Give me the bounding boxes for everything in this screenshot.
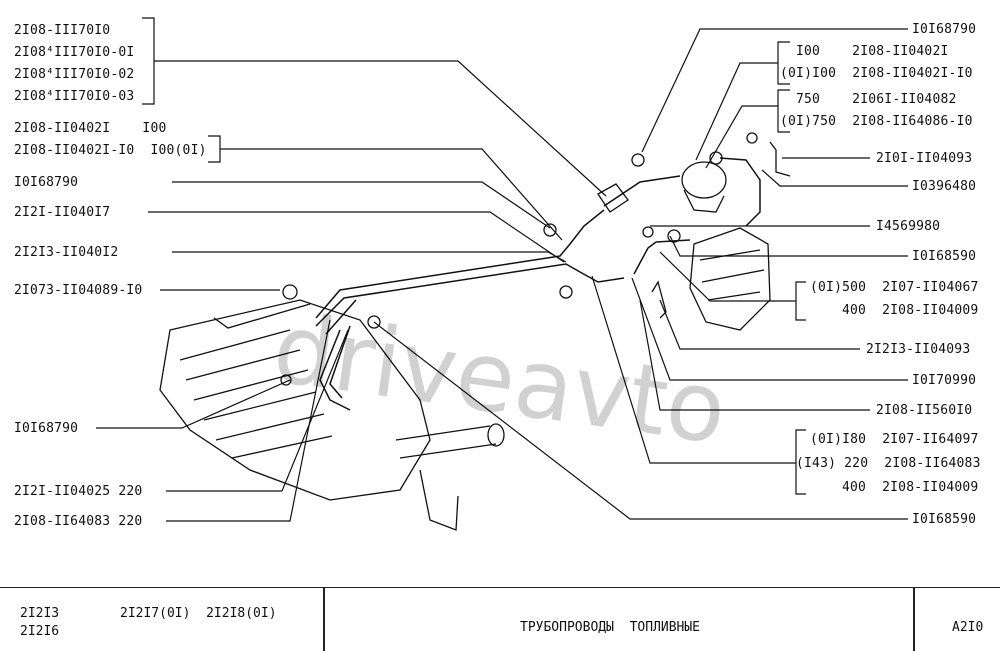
leader-l8 bbox=[166, 329, 349, 492]
leader-l4 bbox=[148, 211, 565, 263]
leader-r5 bbox=[761, 169, 908, 187]
filler-neck bbox=[395, 423, 505, 531]
leader-l5 bbox=[172, 251, 567, 263]
label-r13: I0I68590 bbox=[912, 512, 977, 527]
leader-group1 bbox=[154, 60, 607, 197]
label-l3: I0I68790 bbox=[14, 175, 79, 190]
sheet-title: ТРУБОПРОВОДЫ ТОПЛИВНЫЕ bbox=[520, 620, 701, 635]
leader-r7 bbox=[669, 235, 908, 257]
label-r2-1: I00 2I08-II0402I bbox=[796, 44, 949, 59]
label-l7: I0I68790 bbox=[14, 421, 79, 436]
bracket-r3 bbox=[777, 89, 790, 133]
label-l8: 2I2I-II04025 220 bbox=[14, 484, 143, 499]
leader-l9 bbox=[166, 319, 331, 522]
fuel-filter bbox=[597, 183, 629, 213]
model-list-2: 2I2I6 bbox=[20, 624, 60, 639]
title-block-divider bbox=[323, 588, 325, 651]
label-l9: 2I08-II64083 220 bbox=[14, 514, 143, 529]
leader-r3 bbox=[705, 105, 778, 169]
leader-r2 bbox=[695, 62, 778, 161]
bracket-group2 bbox=[208, 135, 221, 163]
bracket-r8 bbox=[795, 281, 806, 321]
label-r8-2: 400 2I08-II04009 bbox=[842, 303, 979, 318]
title-block-divider bbox=[913, 588, 915, 651]
label-r11: 2I08-II560I0 bbox=[876, 403, 973, 418]
label-r6: I4569980 bbox=[876, 219, 941, 234]
leader-l3 bbox=[172, 181, 551, 229]
label-group1-3: 2I08⁴III70I0-02 bbox=[14, 67, 135, 82]
fuel-pump bbox=[681, 151, 727, 213]
carburetor bbox=[689, 227, 771, 331]
title-block: 2I2I3 2I2I7(0I) 2I2I8(0I) 2I2I6 ТРУБОПРО… bbox=[0, 587, 1000, 651]
sheet-code: A2I0 bbox=[952, 620, 984, 635]
leader-r13 bbox=[373, 321, 908, 520]
label-l4: 2I2I-II040I7 bbox=[14, 205, 111, 220]
fuel-lines-drawing: driveavto bbox=[96, 17, 908, 531]
leader-group2 bbox=[220, 148, 563, 241]
leader-r9 bbox=[659, 299, 860, 350]
fuel-tank bbox=[159, 299, 431, 501]
label-group1-2: 2I08⁴III70I0-0I bbox=[14, 45, 135, 60]
label-r1: I0I68790 bbox=[912, 22, 977, 37]
label-r12-1: (0I)I80 2I07-II64097 bbox=[810, 432, 979, 447]
model-list-1a: 2I2I3 bbox=[20, 606, 60, 621]
leader-r10 bbox=[631, 277, 908, 381]
label-r4: 2I0I-II04093 bbox=[876, 151, 973, 166]
leader-r12 bbox=[591, 275, 796, 464]
label-l6: 2I073-II04089-I0 bbox=[14, 283, 143, 298]
label-r10: I0I70990 bbox=[912, 373, 977, 388]
label-r5: I0396480 bbox=[912, 179, 977, 194]
watermark-text: driveavto bbox=[267, 292, 733, 466]
leader-r8 bbox=[659, 251, 796, 302]
label-r12-3: 400 2I08-II04009 bbox=[842, 480, 979, 495]
clamps bbox=[280, 132, 791, 386]
label-r9: 2I2I3-II04093 bbox=[866, 342, 971, 357]
fuel-lines bbox=[315, 157, 761, 411]
leader-r11 bbox=[639, 299, 870, 411]
label-r8-1: (0I)500 2I07-II04067 bbox=[810, 280, 979, 295]
leader-r1 bbox=[641, 28, 908, 153]
leader-l7 bbox=[96, 379, 291, 429]
label-r3-1: 750 2I06I-II04082 bbox=[796, 92, 957, 107]
label-group1-1: 2I08-III70I0 bbox=[14, 23, 111, 38]
label-l5: 2I2I3-II040I2 bbox=[14, 245, 119, 260]
label-r12-2: (I43) 220 2I08-II64083 bbox=[796, 456, 981, 471]
label-group2-1: 2I08-II0402I I00 bbox=[14, 121, 167, 136]
label-r2-2: (0I)I00 2I08-II0402I-I0 bbox=[780, 66, 973, 81]
label-r7: I0I68590 bbox=[912, 249, 977, 264]
label-r3-2: (0I)750 2I08-II64086-I0 bbox=[780, 114, 973, 129]
label-group1-4: 2I08⁴III70I0-03 bbox=[14, 89, 135, 104]
label-group2-2: 2I08-II0402I-I0 I00(0I) bbox=[14, 143, 207, 158]
bracket-r12 bbox=[795, 429, 806, 495]
bracket-group1 bbox=[142, 17, 155, 105]
model-list-1b: 2I2I7(0I) 2I2I8(0I) bbox=[120, 606, 277, 621]
